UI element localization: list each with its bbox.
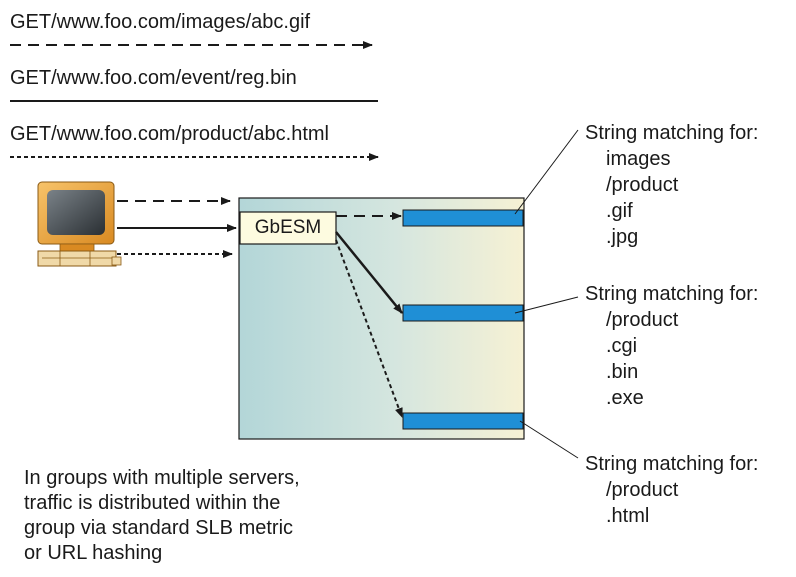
request-url-2: GET/www.foo.com/event/reg.bin (10, 67, 297, 89)
match-item: .gif (606, 200, 633, 222)
distribution-note: In groups with multiple servers, traffic… (24, 466, 300, 566)
callout-heading: String matching for: (585, 453, 759, 475)
callout-line-3 (519, 420, 579, 459)
server-bar-1 (402, 209, 524, 227)
gbesm-box (239, 211, 337, 245)
server-group-3-callout: String matching for: /product .html (585, 451, 758, 529)
match-item: .bin (606, 361, 639, 383)
match-item: .exe (606, 387, 644, 409)
match-item: .cgi (606, 335, 638, 357)
callout-heading: String matching for: (585, 283, 759, 305)
match-item: /product (606, 309, 679, 331)
route-arrow-solid (335, 231, 403, 314)
match-item: .jpg (606, 226, 639, 248)
note-line: or URL hashing (24, 542, 163, 564)
match-item: /product (606, 174, 679, 196)
route-arrow-dotted (335, 239, 403, 418)
callout-line-1 (514, 129, 579, 215)
note-line: group via standard SLB metric (24, 517, 294, 539)
match-item: images (606, 148, 671, 170)
server-group-2-callout: String matching for: /product .cgi .bin … (585, 281, 758, 411)
match-item: .html (606, 505, 650, 527)
request-url-3: GET/www.foo.com/product/abc.html (10, 123, 330, 145)
server-bar-3 (402, 412, 524, 430)
request-url-1: GET/www.foo.com/images/abc.gif (10, 11, 311, 33)
gbesm-label: GbESM (254, 217, 322, 238)
match-item: /product (606, 479, 679, 501)
computer-icon (37, 181, 122, 267)
callout-line-2 (514, 296, 579, 314)
note-line: traffic is distributed within the (24, 492, 281, 514)
note-line: In groups with multiple servers, (24, 467, 300, 489)
server-bar-2 (402, 304, 524, 322)
server-group-1-callout: String matching for: images /product .gi… (585, 120, 758, 250)
callout-heading: String matching for: (585, 122, 759, 144)
